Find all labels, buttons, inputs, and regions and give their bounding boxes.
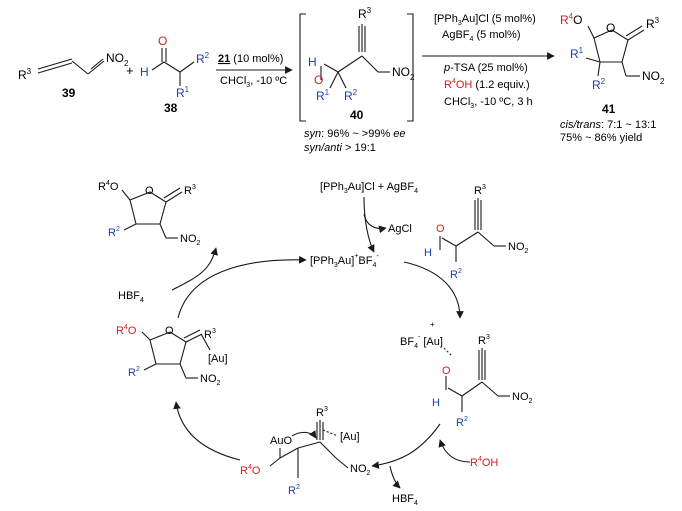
cycle-substrate: R3 NO2 O H R2: [424, 184, 529, 281]
cis-trans-ratio: cis/trans: 7:1 ~ 13:1: [560, 119, 656, 131]
svg-text:R2: R2: [108, 226, 120, 239]
cycle-arc-bottom-right: [371, 423, 441, 469]
compound-40-label: 40: [350, 108, 364, 122]
cycle-arc-top-left: [177, 255, 307, 319]
compound-38-label: 38: [164, 101, 178, 115]
svg-text:O: O: [165, 325, 174, 337]
vinylgold-intermediate: R3 [Au] O R4O R2 NO2: [116, 324, 228, 387]
intermediate-40: R3 O H R1 R2 NO2 40 syn: 96% ~ >99% ee s…: [299, 6, 415, 154]
aldehyde-hydrogen: H: [140, 65, 149, 79]
product-release-arrow: [171, 247, 218, 291]
svg-text:R3: R3: [474, 184, 486, 197]
aldehyde-hydrogen: H: [308, 55, 317, 69]
nitro-group: NO2: [106, 51, 129, 68]
step1-conditions: CHCl3, -10 ºC: [220, 75, 287, 89]
alcohol-reagent: R4OH: [470, 456, 498, 469]
svg-text:R3: R3: [204, 328, 216, 341]
svg-text:R2: R2: [288, 484, 300, 497]
compound-39-label: 39: [62, 86, 76, 100]
svg-text:p-TSA (25 mol%): p-TSA (25 mol%): [443, 62, 528, 74]
svg-text:O: O: [442, 365, 451, 377]
r2-group: R2: [592, 77, 606, 92]
svg-text:NO2: NO2: [512, 391, 533, 405]
syn-selectivity: syn: 96% ~ >99% ee: [304, 128, 406, 140]
svg-text:H: H: [432, 397, 440, 409]
svg-text:AgBF4 (5 mol%): AgBF4 (5 mol%): [442, 29, 520, 43]
svg-text:CHCl3, -10 ºC, 3 h: CHCl3, -10 ºC, 3 h: [444, 96, 533, 110]
alkoxy-group: R4O: [560, 12, 582, 27]
svg-text:NO2: NO2: [180, 233, 201, 247]
nitro-group: NO2: [642, 69, 665, 86]
svg-text:R2: R2: [450, 268, 462, 281]
svg-text:R4OH (1.2 equiv.): R4OH (1.2 equiv.): [444, 78, 530, 91]
svg-text:R4O: R4O: [116, 324, 137, 337]
diastereoselectivity: syn/anti > 19:1: [304, 142, 376, 154]
cycle-arc-bottom-left: [173, 401, 241, 461]
nitro-group: NO2: [392, 65, 415, 82]
compound-38: O H R2 R1 38: [140, 34, 210, 115]
svg-text:R2: R2: [456, 416, 468, 429]
step2-conditions: [PPh3Au]Cl (5 mol%) AgBF4 (5 mol%) p-TSA…: [434, 13, 536, 110]
svg-text:R4O: R4O: [98, 180, 119, 193]
vinyl-gold-label: [Au]: [208, 353, 228, 365]
svg-text:NO2: NO2: [200, 373, 221, 387]
alkoxide-gold-label: AuO: [270, 435, 292, 447]
catalyst-generation-arrow: [363, 196, 375, 253]
svg-text:O: O: [145, 185, 154, 197]
svg-text:R3: R3: [184, 184, 196, 197]
hbf4-release-arrow: [389, 465, 401, 489]
svg-text:R4O: R4O: [240, 464, 261, 477]
ring-oxygen: O: [606, 21, 615, 35]
svg-text:O: O: [436, 223, 445, 235]
svg-text:NO2: NO2: [350, 463, 371, 477]
svg-text:R2: R2: [128, 366, 140, 379]
cycle-arc-top-right: [403, 261, 464, 319]
active-catalyst: [PPh3Au]+BF4-: [310, 253, 379, 269]
alcohol-addition-arrow: [438, 439, 471, 463]
hbf4-release: HBF4: [392, 493, 418, 507]
r1-group: R1: [316, 88, 330, 103]
hbf4-return: HBF4: [118, 290, 144, 304]
r1-group: R1: [570, 46, 584, 61]
agcl-release-arrow: [363, 213, 387, 234]
r3-group: R3: [358, 6, 372, 21]
yield-range: 75% ~ 86% yield: [560, 132, 642, 144]
plus-sign: +: [126, 63, 134, 78]
svg-text:BF4-[Au]: BF4-[Au]: [400, 334, 443, 350]
r2-group: R2: [196, 51, 210, 66]
cycle-product-furan: R3 O R4O R2 NO2: [98, 180, 201, 247]
compound-41-label: 41: [602, 102, 616, 116]
svg-text:NO2: NO2: [508, 241, 529, 255]
r3-group: R3: [18, 67, 32, 82]
cyclization-curly-arrow: [291, 430, 317, 439]
svg-text:R3: R3: [478, 334, 490, 347]
gold-aldehyde-complex: BF4-[Au] + R3 NO2 O H R2: [400, 320, 533, 429]
aldehyde-group: O: [314, 73, 323, 87]
pi-gold-label: [Au]: [340, 431, 360, 443]
compound-39: R3 NO2 39: [18, 51, 129, 100]
agcl-byproduct: AgCl: [388, 223, 412, 235]
step1-catalyst: 21 (10 mol%): [218, 53, 283, 65]
svg-text:H: H: [424, 247, 432, 259]
catalyst-generation: [PPh3Au]Cl + AgBF4: [320, 181, 418, 195]
svg-text:+: +: [430, 320, 435, 329]
svg-text:R3: R3: [316, 406, 328, 419]
aldehyde-oxygen: O: [158, 34, 167, 48]
product-41: R3 O R4O R1 R2 NO2 41 cis/trans: 7:1 ~ 1…: [560, 12, 665, 144]
r3-group: R3: [646, 16, 660, 31]
svg-text:[PPh3Au]Cl (5 mol%): [PPh3Au]Cl (5 mol%): [434, 13, 536, 27]
r2-group: R2: [344, 88, 358, 103]
r1-group: R1: [176, 85, 190, 100]
alkoxide-intermediate: R3 [Au] NO2 AuO R4O R2: [240, 406, 371, 497]
